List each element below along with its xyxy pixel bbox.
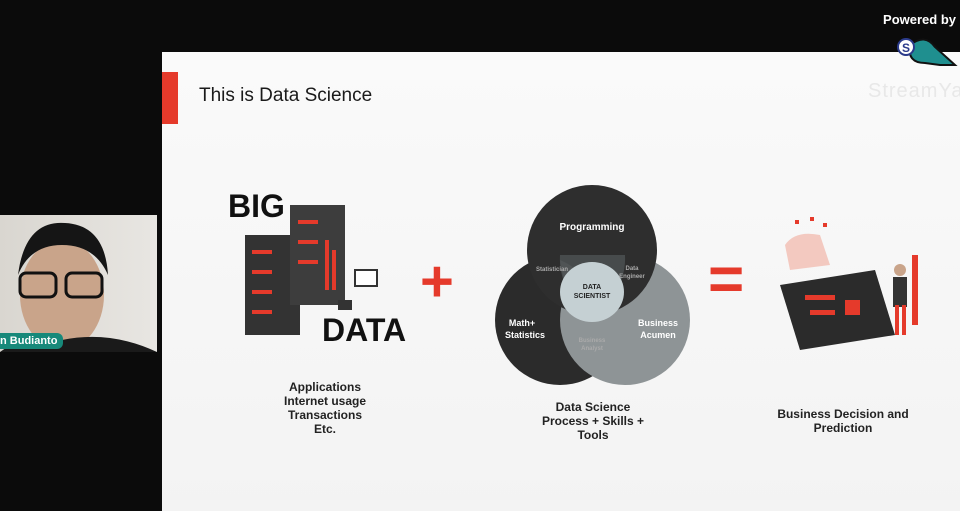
venn-label-data-engineer: Data [625, 266, 639, 272]
equals-sign: = [708, 245, 745, 314]
venn-label-statistician: Statistician [536, 267, 568, 273]
caption-line: Prediction [813, 421, 873, 435]
big-label: BIG [228, 188, 285, 224]
caption-line: Data Science [555, 400, 631, 414]
streamyard-logo-icon: S [897, 38, 958, 66]
streamyard-wordmark: StreamYard [868, 80, 960, 102]
caption-line: Tools [577, 428, 609, 442]
caption-line: Transactions [287, 408, 363, 422]
caption-line: Applications [288, 380, 361, 394]
presenter-video [0, 222, 157, 352]
venn-label-center: DATA [583, 284, 601, 291]
caption-line: Process + Skills + [541, 414, 645, 428]
webcam-tile [0, 215, 157, 352]
server-rack-illustration [245, 205, 378, 335]
data-science-caption: Data Science Process + Skills + Tools [503, 400, 683, 442]
venn-programming-circle [527, 185, 657, 315]
venn-label-center-2: SCIENTIST [574, 293, 611, 300]
caption-line: Internet usage [283, 394, 367, 408]
big-data-caption: Applications Internet usage Transactions… [235, 380, 415, 436]
venn-label-statistics: Statistics [505, 330, 545, 340]
venn-label-business: Business [638, 318, 678, 328]
caption-line: Business Decision and [777, 407, 909, 421]
svg-text:S: S [902, 41, 910, 55]
caption-line: Etc. [313, 422, 336, 436]
slide-title: This is Data Science [199, 85, 373, 106]
data-label: DATA [322, 312, 407, 348]
powered-by-label: Powered by [883, 12, 956, 27]
business-analytics-illustration [780, 217, 918, 350]
business-decision-caption: Business Decision and Prediction [753, 407, 933, 435]
venn-label-programming: Programming [559, 222, 624, 233]
presenter-name-badge: n Budianto [0, 333, 64, 349]
venn-label-data-engineer-2: Engineer [619, 274, 645, 280]
title-accent-bar [162, 72, 178, 124]
venn-label-acumen: Acumen [640, 330, 676, 340]
venn-label-math: Math+ [509, 318, 535, 328]
venn-label-business-analyst-2: Analyst [581, 346, 603, 352]
venn-label-business-analyst: Business [579, 338, 606, 344]
venn-center [560, 262, 624, 322]
venn-diagram: Programming Math+ Statistics Business Ac… [495, 185, 690, 385]
plus-sign: + [420, 249, 454, 314]
